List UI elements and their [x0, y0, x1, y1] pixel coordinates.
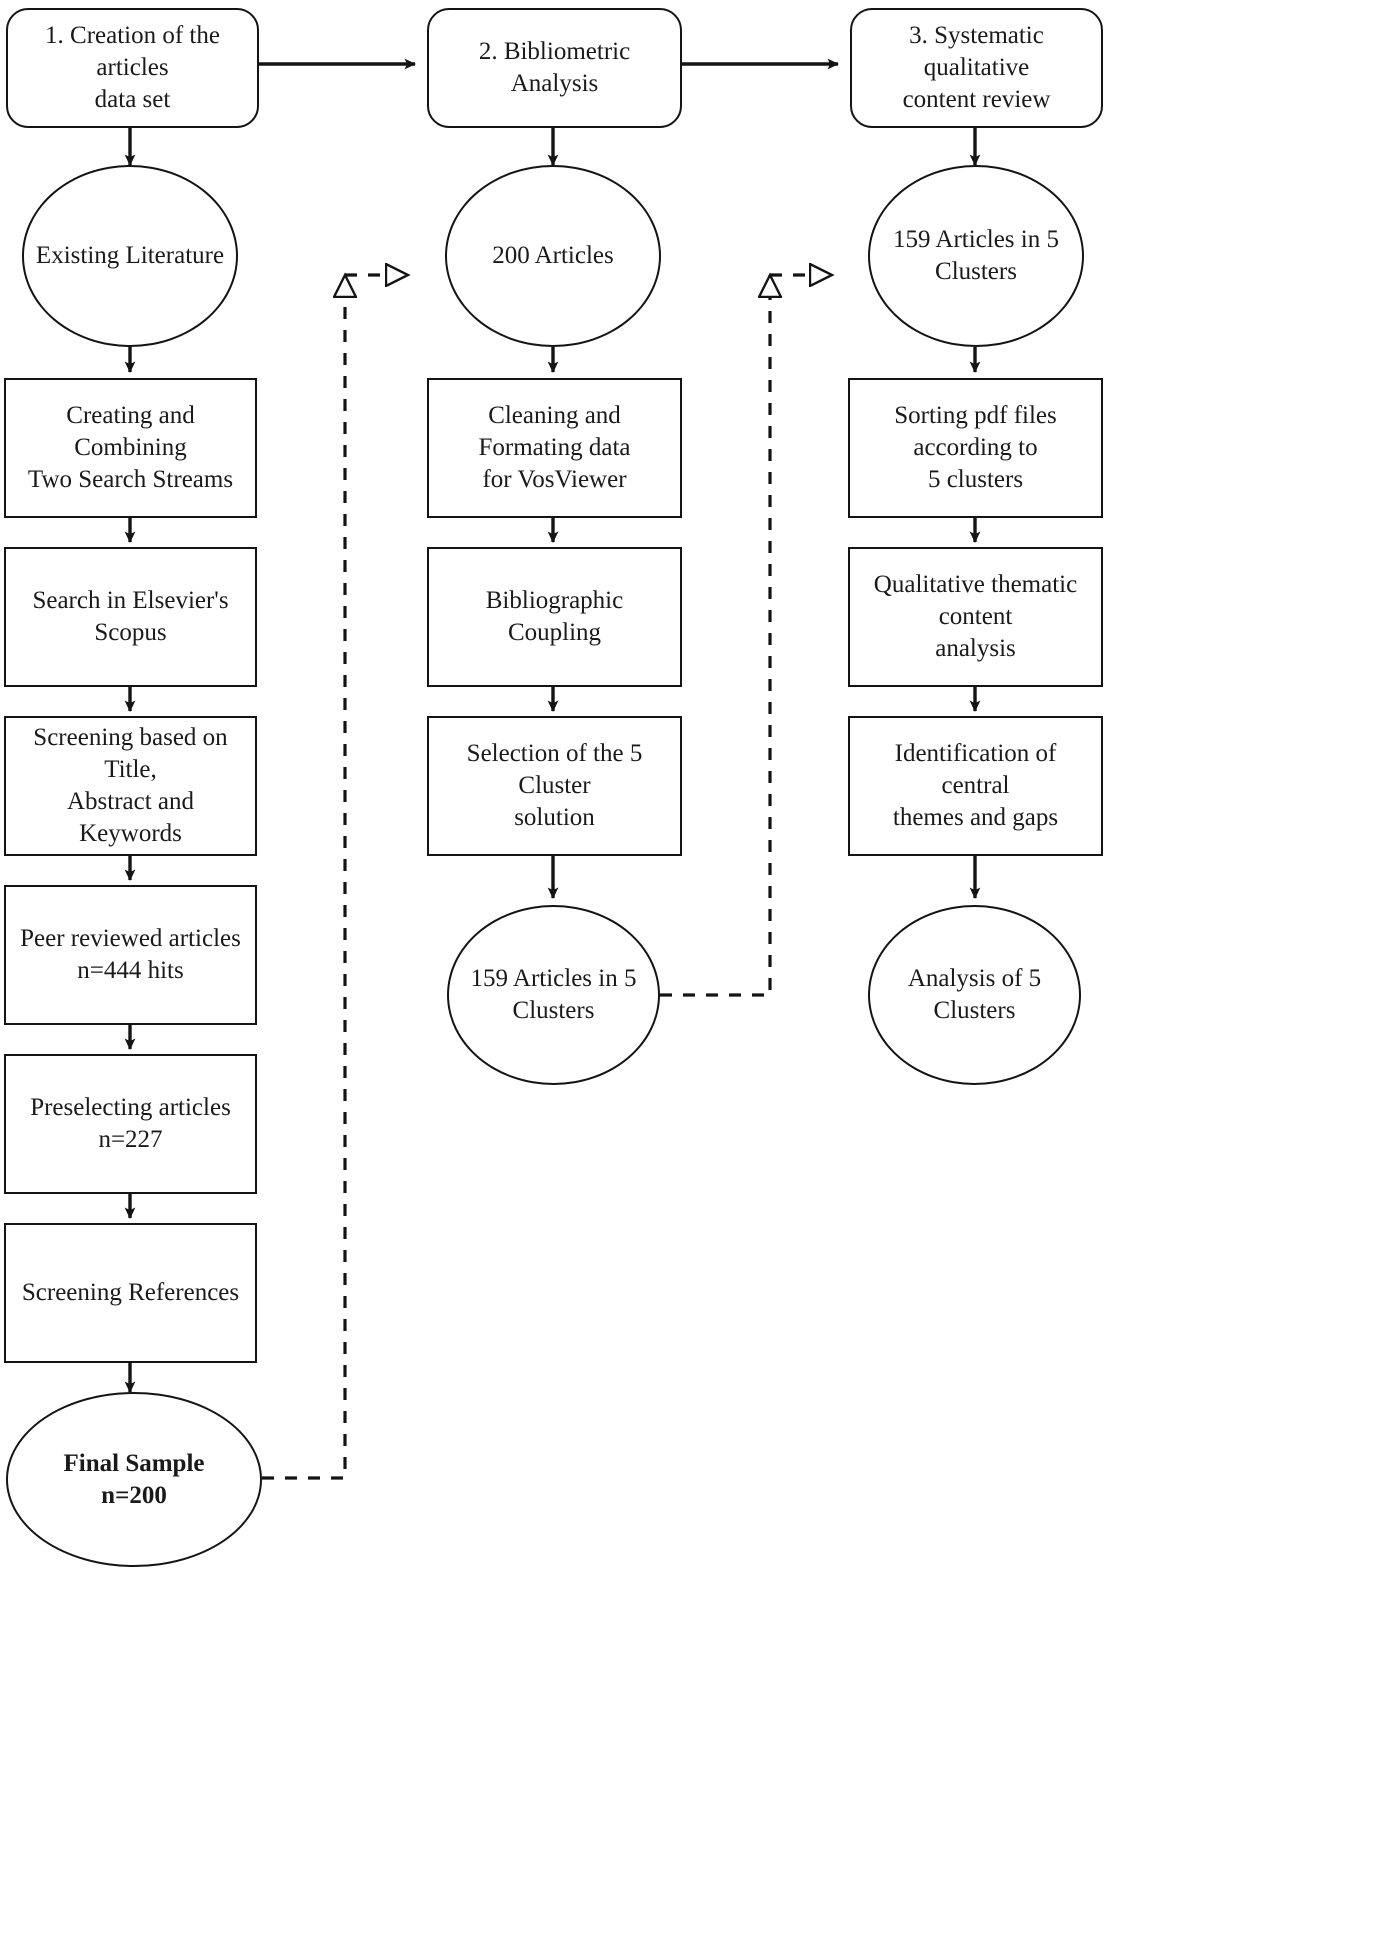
- process-peer-reviewed-articles[interactable]: Peer reviewed articles n=444 hits: [4, 885, 257, 1025]
- analysis-clusters-label: Analysis of 5 Clusters: [907, 965, 1042, 1024]
- process-label: Creating and Combining Two Search Stream…: [27, 402, 234, 493]
- process-selection-5-cluster-solution[interactable]: Selection of the 5 Cluster solution: [427, 716, 682, 856]
- process-label: Screening References: [21, 1279, 240, 1306]
- 200-articles-label: 200 Articles: [492, 242, 614, 269]
- final-sample-label: Final Sample n=200: [63, 1449, 205, 1509]
- terminator-analysis-of-5-clusters[interactable]: Analysis of 5 Clusters: [868, 905, 1081, 1085]
- process-cleaning-formating-data[interactable]: Cleaning and Formating data for VosViewe…: [427, 378, 682, 518]
- 159-articles-label: 159 Articles in 5 Clusters: [470, 965, 637, 1024]
- terminator-159-articles-col3[interactable]: 159 Articles in 5 Clusters: [868, 165, 1084, 347]
- process-label: Preselecting articles n=227: [30, 1094, 231, 1153]
- process-label: Sorting pdf files according to 5 cluster…: [894, 402, 1057, 493]
- process-identification-themes-gaps[interactable]: Identification of central themes and gap…: [848, 716, 1103, 856]
- process-preselecting-articles[interactable]: Preselecting articles n=227: [4, 1054, 257, 1194]
- terminator-existing-literature[interactable]: Existing Literature: [22, 165, 238, 347]
- stage-box-1[interactable]: 1. Creation of the articles data set: [6, 8, 259, 128]
- process-sorting-pdf-files[interactable]: Sorting pdf files according to 5 cluster…: [848, 378, 1103, 518]
- terminator-200-articles[interactable]: 200 Articles: [445, 165, 661, 347]
- stage-2-label: 2. Bibliometric Analysis: [478, 38, 631, 97]
- process-bibliographic-coupling[interactable]: Bibliographic Coupling: [427, 547, 682, 687]
- process-screening-references[interactable]: Screening References: [4, 1223, 257, 1363]
- stage-1-label: 1. Creation of the articles data set: [45, 22, 220, 113]
- terminator-159-articles-col2[interactable]: 159 Articles in 5 Clusters: [447, 905, 660, 1085]
- process-label: Peer reviewed articles n=444 hits: [20, 925, 241, 984]
- process-creating-combining-streams[interactable]: Creating and Combining Two Search Stream…: [4, 378, 257, 518]
- 159-articles-label: 159 Articles in 5 Clusters: [893, 226, 1059, 285]
- process-label: Selection of the 5 Cluster solution: [466, 740, 643, 831]
- stage-3-label: 3. Systematic qualitative content review: [902, 22, 1051, 113]
- process-label: Screening based on Title, Abstract and K…: [33, 724, 228, 847]
- terminator-final-sample[interactable]: Final Sample n=200: [6, 1392, 262, 1567]
- process-screening-title-abstract-keywords[interactable]: Screening based on Title, Abstract and K…: [4, 716, 257, 856]
- process-label: Qualitative thematic content analysis: [873, 571, 1078, 662]
- process-qualitative-thematic-analysis[interactable]: Qualitative thematic content analysis: [848, 547, 1103, 687]
- process-label: Cleaning and Formating data for VosViewe…: [478, 402, 631, 493]
- process-search-scopus[interactable]: Search in Elsevier's Scopus: [4, 547, 257, 687]
- process-label: Identification of central themes and gap…: [892, 740, 1059, 831]
- process-label: Bibliographic Coupling: [485, 587, 624, 646]
- stage-box-2[interactable]: 2. Bibliometric Analysis: [427, 8, 682, 128]
- existing-literature-label: Existing Literature: [35, 242, 225, 269]
- stage-box-3[interactable]: 3. Systematic qualitative content review: [850, 8, 1103, 128]
- process-label: Search in Elsevier's Scopus: [32, 587, 229, 646]
